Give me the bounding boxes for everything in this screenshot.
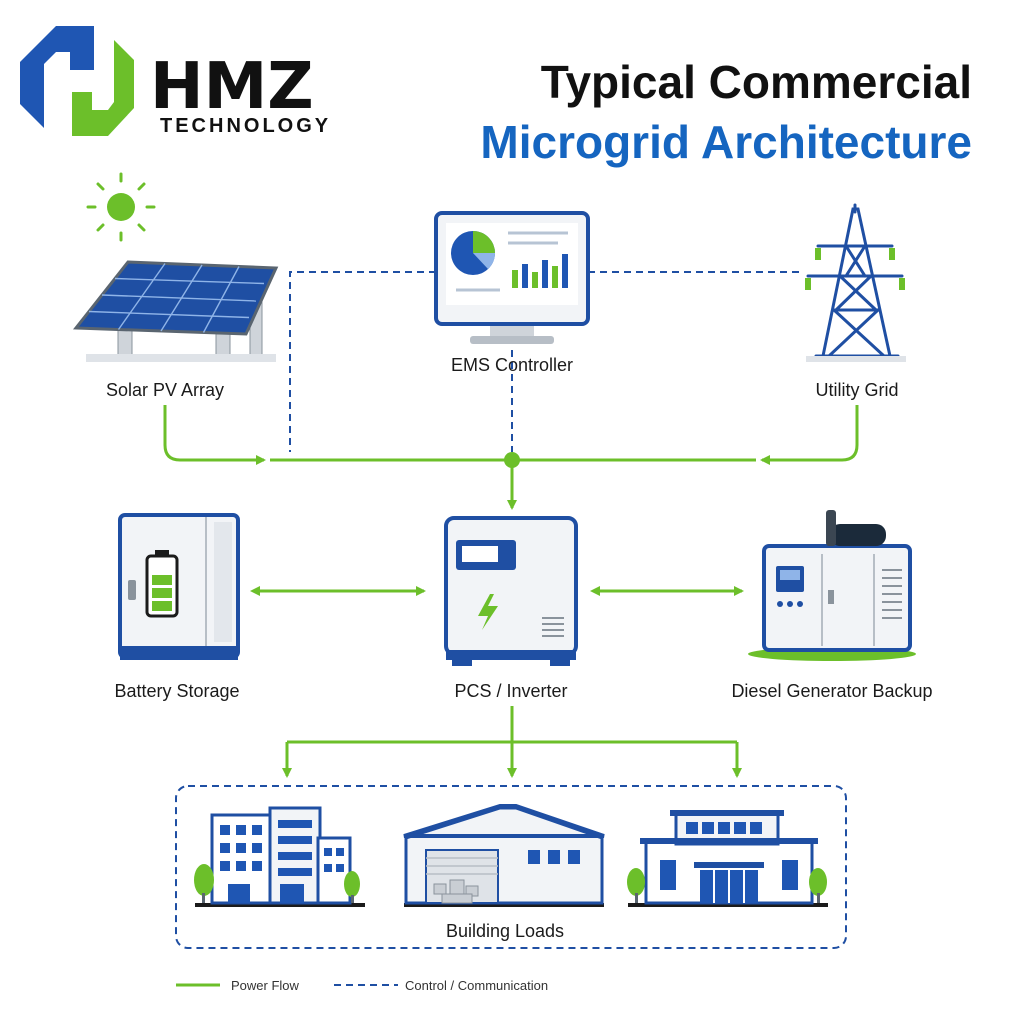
generator-icon [748, 510, 916, 661]
battery-cabinet-icon [118, 513, 240, 660]
pcs-label: PCS / Inverter [454, 681, 567, 701]
lightning-icon [478, 594, 498, 630]
company-logo: HMZ TECHNOLOGY [20, 26, 331, 137]
warehouse-icon [403, 804, 605, 907]
ems-label: EMS Controller [451, 355, 573, 375]
battery-label: Battery Storage [114, 681, 239, 701]
commercial-building-icon [627, 810, 828, 907]
grid-label: Utility Grid [815, 380, 898, 400]
building-loads-group [175, 785, 847, 949]
sun-icon [86, 172, 156, 242]
building-loads-label: Building Loads [446, 921, 564, 941]
inverter-cabinet-icon [444, 516, 578, 666]
control-line-ems-solar [289, 271, 436, 452]
grid-insulators [805, 248, 905, 290]
legend: Power Flow Control / Communication [176, 978, 548, 993]
power-line-grid-bus [760, 405, 859, 465]
power-line-solar-bus [163, 405, 266, 465]
hmz-logo-icon [20, 26, 134, 136]
solar-label: Solar PV Array [106, 380, 224, 400]
brand-name: HMZ [150, 50, 314, 124]
title-line-1: Typical Commercial [541, 56, 972, 108]
legend-power-flow: Power Flow [231, 978, 300, 993]
legend-control: Control / Communication [405, 978, 548, 993]
diesel-label: Diesel Generator Backup [731, 681, 932, 701]
monitor-dashboard-icon [434, 211, 590, 344]
brand-tagline: TECHNOLOGY [160, 115, 331, 137]
control-lines [289, 271, 800, 452]
solar-panel-icon [72, 260, 279, 362]
tree-icon [194, 864, 360, 897]
title-line-2: Microgrid Architecture [480, 116, 972, 168]
power-bus-junction [504, 452, 520, 468]
office-building-icon [194, 806, 365, 907]
transmission-tower-icon [806, 203, 904, 358]
